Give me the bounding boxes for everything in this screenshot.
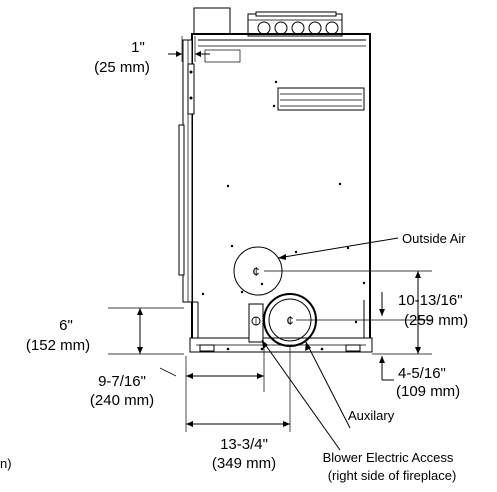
- auxiliary-height-metric: (109 mm): [396, 383, 460, 400]
- blower-access-label: Blower Electric Access: [323, 450, 454, 465]
- auxiliary-height-imperial: 4-5/16": [398, 365, 446, 382]
- left-height-metric: (152 mm): [26, 337, 90, 354]
- top-offset-metric: (25 mm): [94, 59, 150, 76]
- blower-offset-imperial: 9-7/16": [98, 373, 146, 390]
- auxiliary-offset-imperial: 13-3/4": [220, 436, 268, 453]
- outside-air-height-imperial: 10-13/16": [398, 292, 463, 309]
- auxiliary-centerline-symbol: ¢: [286, 313, 293, 328]
- outside-air-height-metric: (259 mm): [404, 312, 468, 329]
- auxiliary-label: Auxilary: [348, 408, 395, 423]
- outside-air-centerline-symbol: ¢: [252, 264, 259, 279]
- left-height-imperial: 6": [59, 317, 73, 334]
- blower-access-plate: [248, 303, 264, 343]
- outside-air-label: Outside Air: [402, 231, 466, 246]
- callout-leaders: [261, 237, 399, 451]
- blower-offset-metric: (240 mm): [90, 392, 154, 409]
- cropped-label-fragment: n): [0, 456, 12, 471]
- dimension-lines: [108, 36, 432, 432]
- blower-access-sublabel: (right side of fireplace): [328, 468, 457, 483]
- auxiliary-offset-metric: (349 mm): [212, 455, 276, 472]
- top-offset-imperial: 1": [131, 39, 145, 56]
- top-vent-collar: [193, 7, 343, 37]
